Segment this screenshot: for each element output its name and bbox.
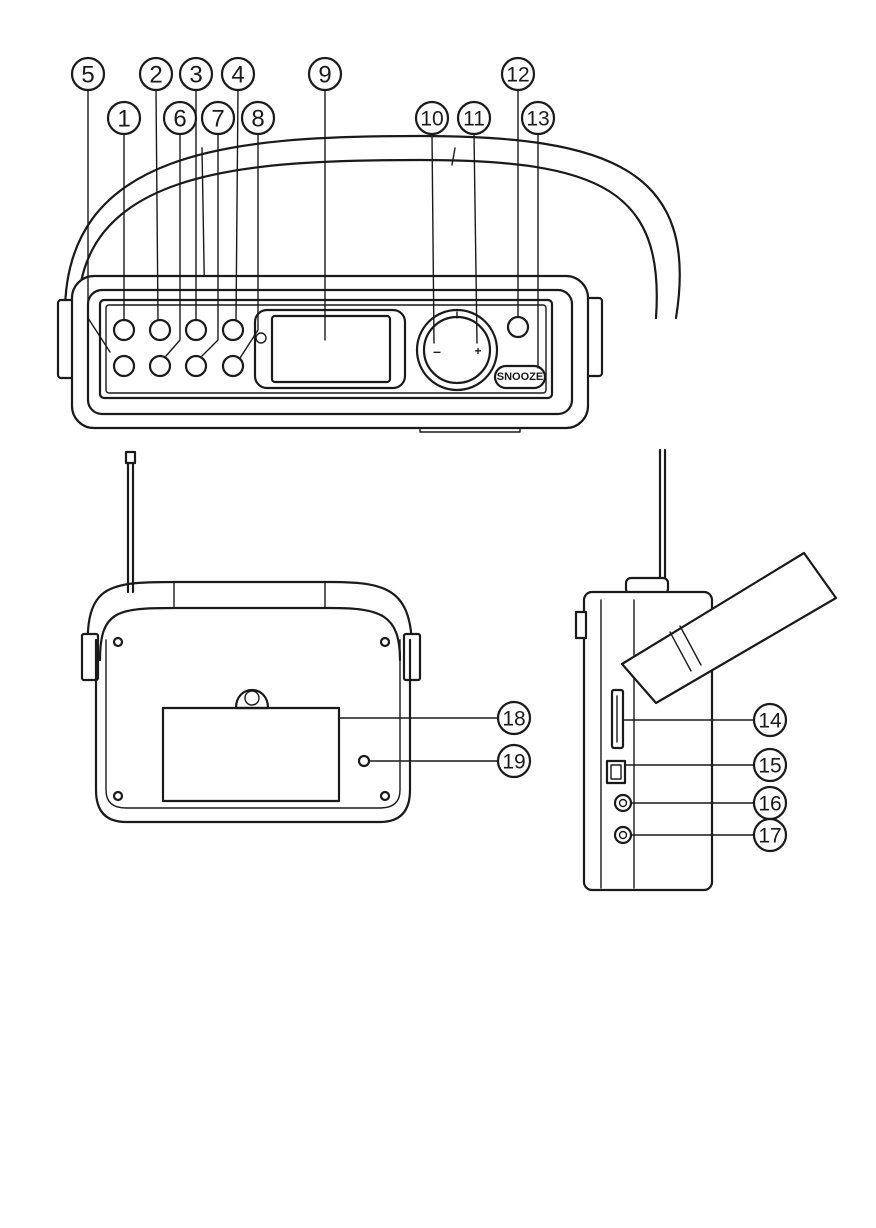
svg-text:9: 9	[318, 62, 331, 89]
side-view	[576, 450, 836, 890]
callout-2: 2	[140, 58, 172, 90]
svg-text:13: 13	[526, 108, 549, 131]
callout-10: 10	[416, 102, 448, 134]
svg-text:5: 5	[81, 62, 94, 89]
rear-handle-outer	[88, 582, 413, 660]
callout-5: 5	[72, 58, 104, 90]
rear-antenna-tip	[126, 452, 135, 463]
callout-9: 9	[309, 58, 341, 90]
svg-text:2: 2	[149, 62, 162, 89]
callout-7: 7	[202, 102, 234, 134]
svg-text:16: 16	[758, 793, 781, 816]
rear-handle-inner	[100, 608, 400, 660]
rear-screw-br	[381, 792, 389, 800]
svg-text:14: 14	[758, 710, 782, 733]
callout-13: 13	[522, 102, 554, 134]
svg-text:1: 1	[117, 106, 130, 133]
svg-text:11: 11	[463, 108, 485, 131]
callout-8: 8	[242, 102, 274, 134]
snooze-button-label: SNOOZE	[497, 371, 543, 383]
volume-plus-label: +	[474, 344, 481, 358]
callout-16: 16	[754, 787, 786, 819]
callout-15: 15	[754, 749, 786, 781]
callout-18: 18	[498, 702, 530, 734]
rear-handle-mount-right	[404, 634, 420, 680]
svg-text:12: 12	[506, 64, 529, 87]
svg-text:15: 15	[758, 755, 781, 778]
callout-19: 19	[498, 745, 530, 777]
svg-text:17: 17	[758, 825, 781, 848]
side-handle-stub	[576, 612, 586, 638]
svg-text:10: 10	[420, 108, 443, 131]
callout-1: 1	[108, 102, 140, 134]
svg-text:6: 6	[173, 106, 186, 133]
svg-text:4: 4	[231, 62, 244, 89]
svg-text:18: 18	[502, 708, 525, 731]
svg-text:19: 19	[502, 751, 525, 774]
callout-11: 11	[458, 102, 490, 134]
rear-handle-band	[174, 582, 325, 608]
volume-minus-label: –	[433, 343, 441, 359]
rear-body	[96, 640, 410, 822]
svg-text:7: 7	[211, 106, 224, 133]
battery-cover	[163, 708, 339, 801]
reset-hole[interactable]	[359, 756, 369, 766]
rear-view	[82, 452, 420, 822]
svg-text:8: 8	[251, 106, 264, 133]
front-view: – + SNOOZE	[58, 136, 680, 432]
callout-12: 12	[502, 58, 534, 90]
callout-17: 17	[754, 819, 786, 851]
svg-text:3: 3	[189, 62, 202, 89]
front-body-outer	[72, 276, 588, 428]
rear-screw-tl	[114, 638, 122, 646]
callout-3: 3	[180, 58, 212, 90]
rear-body-inner	[106, 640, 400, 808]
callout-4: 4	[222, 58, 254, 90]
callout-6: 6	[164, 102, 196, 134]
callout-14: 14	[754, 704, 786, 736]
rear-screw-bl	[114, 792, 122, 800]
rear-screw-tr	[381, 638, 389, 646]
